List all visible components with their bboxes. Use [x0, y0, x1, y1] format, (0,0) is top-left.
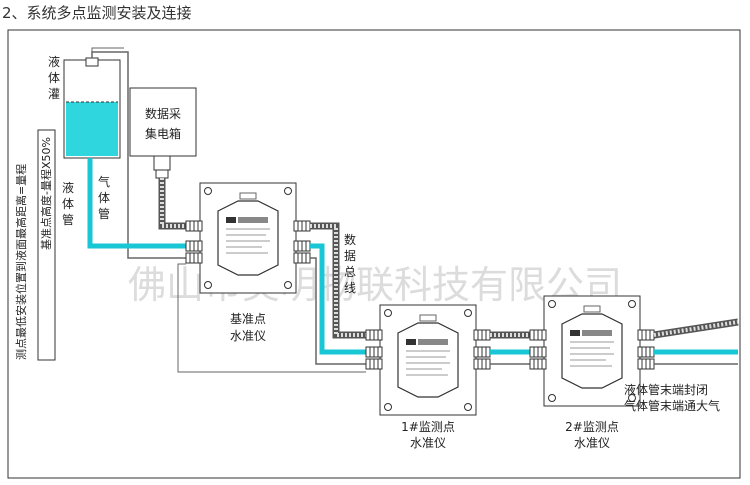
liquid-pipe-label-3: 管 [62, 212, 74, 227]
liquid-tank [63, 57, 121, 159]
gas-pipe-segment-1 [310, 257, 366, 365]
monitor-1-connector-gas-out [473, 358, 491, 370]
tank-label-3: 灌 [48, 87, 60, 101]
data-box-label-1: 数据采 [145, 106, 181, 121]
monitor-1-level-device [379, 304, 477, 416]
data-bus-label-2: 据 [344, 249, 356, 263]
data-box-connector [153, 155, 171, 179]
reference-label-1: 基准点 [230, 312, 266, 326]
reference-connector-data-in [185, 220, 203, 232]
tank-label-1: 液 [48, 54, 60, 69]
pipe-end-note-liquid: 液体管末端封闭 [624, 382, 708, 397]
monitor-2-connector-data-in [529, 329, 547, 341]
page-title: 2、系统多点监测安装及连接 [2, 4, 192, 22]
reference-label-2: 水准仪 [230, 329, 266, 343]
gas-return-line [177, 263, 366, 373]
data-bus-cable-end [653, 318, 739, 339]
data-bus-label-1: 数 [344, 232, 356, 247]
gas-pipe-top [91, 47, 124, 58]
reference-level-device [199, 182, 297, 294]
reference-connector-data-out [293, 220, 311, 232]
vertical-note-reference: 基准点高度-量程X50% [39, 137, 53, 250]
monitor-2-connector-liquid-in [529, 346, 547, 358]
data-cable-box [158, 178, 186, 230]
monitor-2-label-1: 2#监测点 [565, 420, 619, 434]
monitor-2-label-2: 水准仪 [574, 436, 610, 450]
monitor-2-connector-data-out [637, 329, 655, 341]
gas-pipe-label-3: 管 [98, 206, 110, 221]
data-acquisition-box [129, 87, 197, 157]
liquid-pipe-segment-1 [310, 243, 366, 355]
monitor-2-connector-gas-in [529, 358, 547, 370]
monitor-1-label-1: 1#监测点 [401, 420, 455, 434]
monitor-1-connector-data-in [365, 329, 383, 341]
data-bus-label-3: 总 [344, 265, 356, 279]
gas-pipe-label-2: 体 [98, 191, 110, 205]
reference-connector-liquid-out [293, 240, 311, 252]
data-box-label-2: 集电箱 [145, 126, 181, 141]
reference-connector-gas-out [293, 252, 311, 264]
monitor-2-connector-gas-out [637, 358, 655, 370]
tank-label-2: 体 [48, 71, 60, 85]
liquid-pipe-label-1: 液 [62, 180, 74, 195]
monitor-1-connector-liquid-out [473, 346, 491, 358]
pipe-end-note-gas: 气体管末端通大气 [624, 398, 720, 413]
monitor-1-label-2: 水准仪 [410, 436, 446, 450]
liquid-pipe-label-2: 体 [62, 197, 74, 211]
monitor-1-connector-data-out [473, 329, 491, 341]
liquid-pipe-tank [87, 158, 186, 249]
gas-pipe-label-1: 气 [98, 174, 110, 189]
data-bus-label-4: 线 [344, 281, 356, 295]
diagram-frame [7, 29, 741, 479]
vertical-note-range: 测点最低安装位置到液面最高距离=量程 [14, 164, 28, 360]
monitor-1-connector-gas-in [365, 358, 383, 370]
reference-connector-liquid-in [185, 240, 203, 252]
reference-connector-gas-in [185, 252, 203, 264]
vertical-scale-bar [37, 129, 56, 361]
monitor-1-connector-liquid-in [365, 346, 383, 358]
monitor-2-connector-liquid-out [637, 346, 655, 358]
